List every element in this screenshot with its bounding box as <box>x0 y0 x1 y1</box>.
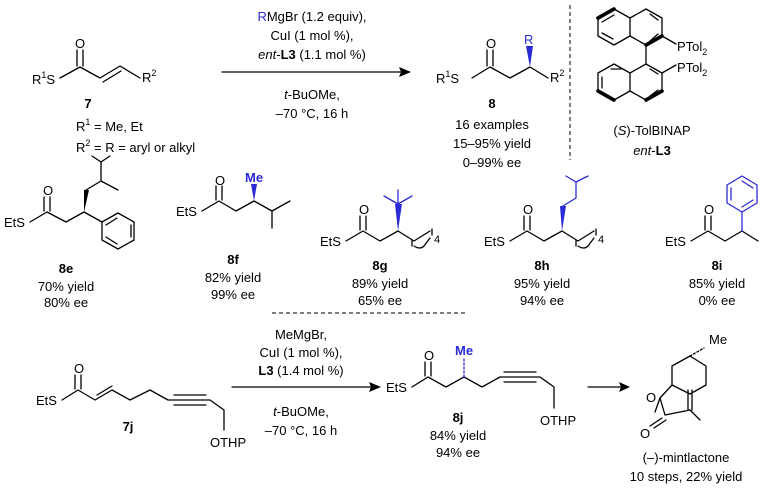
substrate-7j: EtS O OTHP 7j <box>36 361 246 450</box>
svg-text:4: 4 <box>598 234 604 246</box>
compound-number-8j: 8j <box>453 410 464 425</box>
p-tol-upper: PTol2 <box>677 39 707 57</box>
svg-text:0–99% ee: 0–99% ee <box>463 155 522 170</box>
svg-text:82% yield: 82% yield <box>205 270 261 285</box>
reaction-arrow-top: RMgBr (1.2 equiv), CuI (1 mol %), ent-L3… <box>221 9 411 121</box>
svg-text:0% ee: 0% ee <box>699 293 736 308</box>
svg-text:L3 (1.4 mol %): L3 (1.4 mol %) <box>258 363 343 378</box>
svg-text:94% ee: 94% ee <box>436 445 480 460</box>
svg-text:O: O <box>486 36 496 51</box>
svg-text:OTHP: OTHP <box>540 413 576 428</box>
conditions-line-1: RMgBr (1.2 equiv), <box>257 9 366 24</box>
svg-text:16 examples: 16 examples <box>455 117 529 132</box>
conditions-line-3: ent-L3 (1.1 mol %) <box>258 47 366 62</box>
svg-text:R2: R2 <box>142 68 156 85</box>
svg-text:99% ee: 99% ee <box>211 287 255 302</box>
svg-text:8e: 8e <box>59 261 73 276</box>
svg-text:94% ee: 94% ee <box>520 293 564 308</box>
svg-text:85% yield: 85% yield <box>689 276 745 291</box>
reaction-arrow-bottom: MeMgBr, CuI (1 mol %), L3 (1.4 mol %) t-… <box>231 327 381 438</box>
svg-text:R2: R2 <box>550 68 564 85</box>
conditions-line-2: CuI (1 mol %), <box>270 28 353 43</box>
r1-definition: R1 = Me, Et <box>76 117 143 134</box>
svg-text:8g: 8g <box>372 258 387 273</box>
r2-definition: R2 = R = aryl or alkyl <box>76 138 195 155</box>
target-name: (–)-mintlactone <box>643 450 730 465</box>
svg-text:O: O <box>74 361 84 376</box>
svg-text:EtS: EtS <box>36 393 57 408</box>
me-blue: Me <box>245 170 263 185</box>
oxygen-atom: O <box>75 36 85 51</box>
example-8g: EtS O 4 8g 89% yield 65% ee <box>320 189 440 308</box>
svg-text:EtS: EtS <box>386 380 407 395</box>
svg-text:OTHP: OTHP <box>210 435 246 450</box>
ligand-tolbinap: PTol2 PTol2 (S)-TolBINAP ent-L3 <box>596 7 707 158</box>
svg-text:8f: 8f <box>227 252 239 267</box>
example-8i: EtS O 8i 85% yield 0% ee <box>665 175 759 308</box>
svg-text:8i: 8i <box>712 258 723 273</box>
svg-text:95% yield: 95% yield <box>514 276 570 291</box>
svg-text:MeMgBr,: MeMgBr, <box>275 327 327 342</box>
svg-text:EtS: EtS <box>176 204 197 219</box>
svg-text:EtS: EtS <box>320 234 341 249</box>
target-steps: 10 steps, 22% yield <box>630 469 743 484</box>
svg-text:t-BuOMe,: t-BuOMe, <box>273 404 329 419</box>
product-8j: EtS O Me OTHP 8j 84% yield 94% ee <box>386 343 576 460</box>
svg-text:65% ee: 65% ee <box>358 293 402 308</box>
svg-text:O: O <box>704 202 714 217</box>
svg-text:O: O <box>523 202 533 217</box>
svg-text:O: O <box>215 173 225 188</box>
example-8h: EtS O 4 8h 95% yield 94% ee <box>484 175 604 308</box>
svg-text:70% yield: 70% yield <box>38 279 94 294</box>
svg-text:4: 4 <box>434 234 440 246</box>
svg-text:O: O <box>646 390 656 405</box>
compound-number-8: 8 <box>488 96 495 111</box>
example-8e: EtS O 8e 70% yield 80% ee <box>4 155 135 310</box>
svg-text:R1S: R1S <box>436 69 459 86</box>
me-blue-8j: Me <box>455 343 473 358</box>
svg-text:EtS: EtS <box>4 215 25 230</box>
svg-text:15–95% yield: 15–95% yield <box>453 136 531 151</box>
svg-text:EtS: EtS <box>484 234 505 249</box>
conditions-line-4: t-BuOMe, <box>284 87 340 102</box>
svg-text:O: O <box>43 183 53 198</box>
compound-number-7j: 7j <box>123 419 134 434</box>
svg-text:84% yield: 84% yield <box>430 428 486 443</box>
product-8: O R R1S R2 8 16 examples 15–95% yield 0–… <box>436 32 564 170</box>
svg-text:80% ee: 80% ee <box>44 295 88 310</box>
svg-text:89% yield: 89% yield <box>352 276 408 291</box>
svg-text:–70 °C, 16 h: –70 °C, 16 h <box>265 423 337 438</box>
svg-text:8h: 8h <box>534 258 549 273</box>
ligand-name: (S)-TolBINAP <box>613 123 690 138</box>
example-8f: EtS O Me 8f 82% yield 99% ee <box>176 170 291 302</box>
compound-number-7: 7 <box>84 96 91 111</box>
svg-text:R1S: R1S <box>32 70 55 87</box>
conditions-line-5: –70 °C, 16 h <box>276 106 348 121</box>
multistep-arrow <box>587 382 630 392</box>
svg-text:EtS: EtS <box>665 234 686 249</box>
svg-text:CuI (1 mol %),: CuI (1 mol %), <box>259 345 342 360</box>
substrate-7: O R1S R2 7 R1 = Me, Et R2 = R = aryl or … <box>32 36 195 155</box>
svg-text:O: O <box>359 202 369 217</box>
svg-text:Me: Me <box>709 332 727 347</box>
ligand-code: ent-L3 <box>633 143 671 158</box>
svg-text:O: O <box>424 348 434 363</box>
svg-text:O: O <box>640 426 650 441</box>
r-group-blue: R <box>524 32 533 47</box>
target-mintlactone: Me O O (–)-mintlactone 10 steps, 22% yie… <box>630 332 743 484</box>
p-tol-lower: PTol2 <box>677 60 707 78</box>
